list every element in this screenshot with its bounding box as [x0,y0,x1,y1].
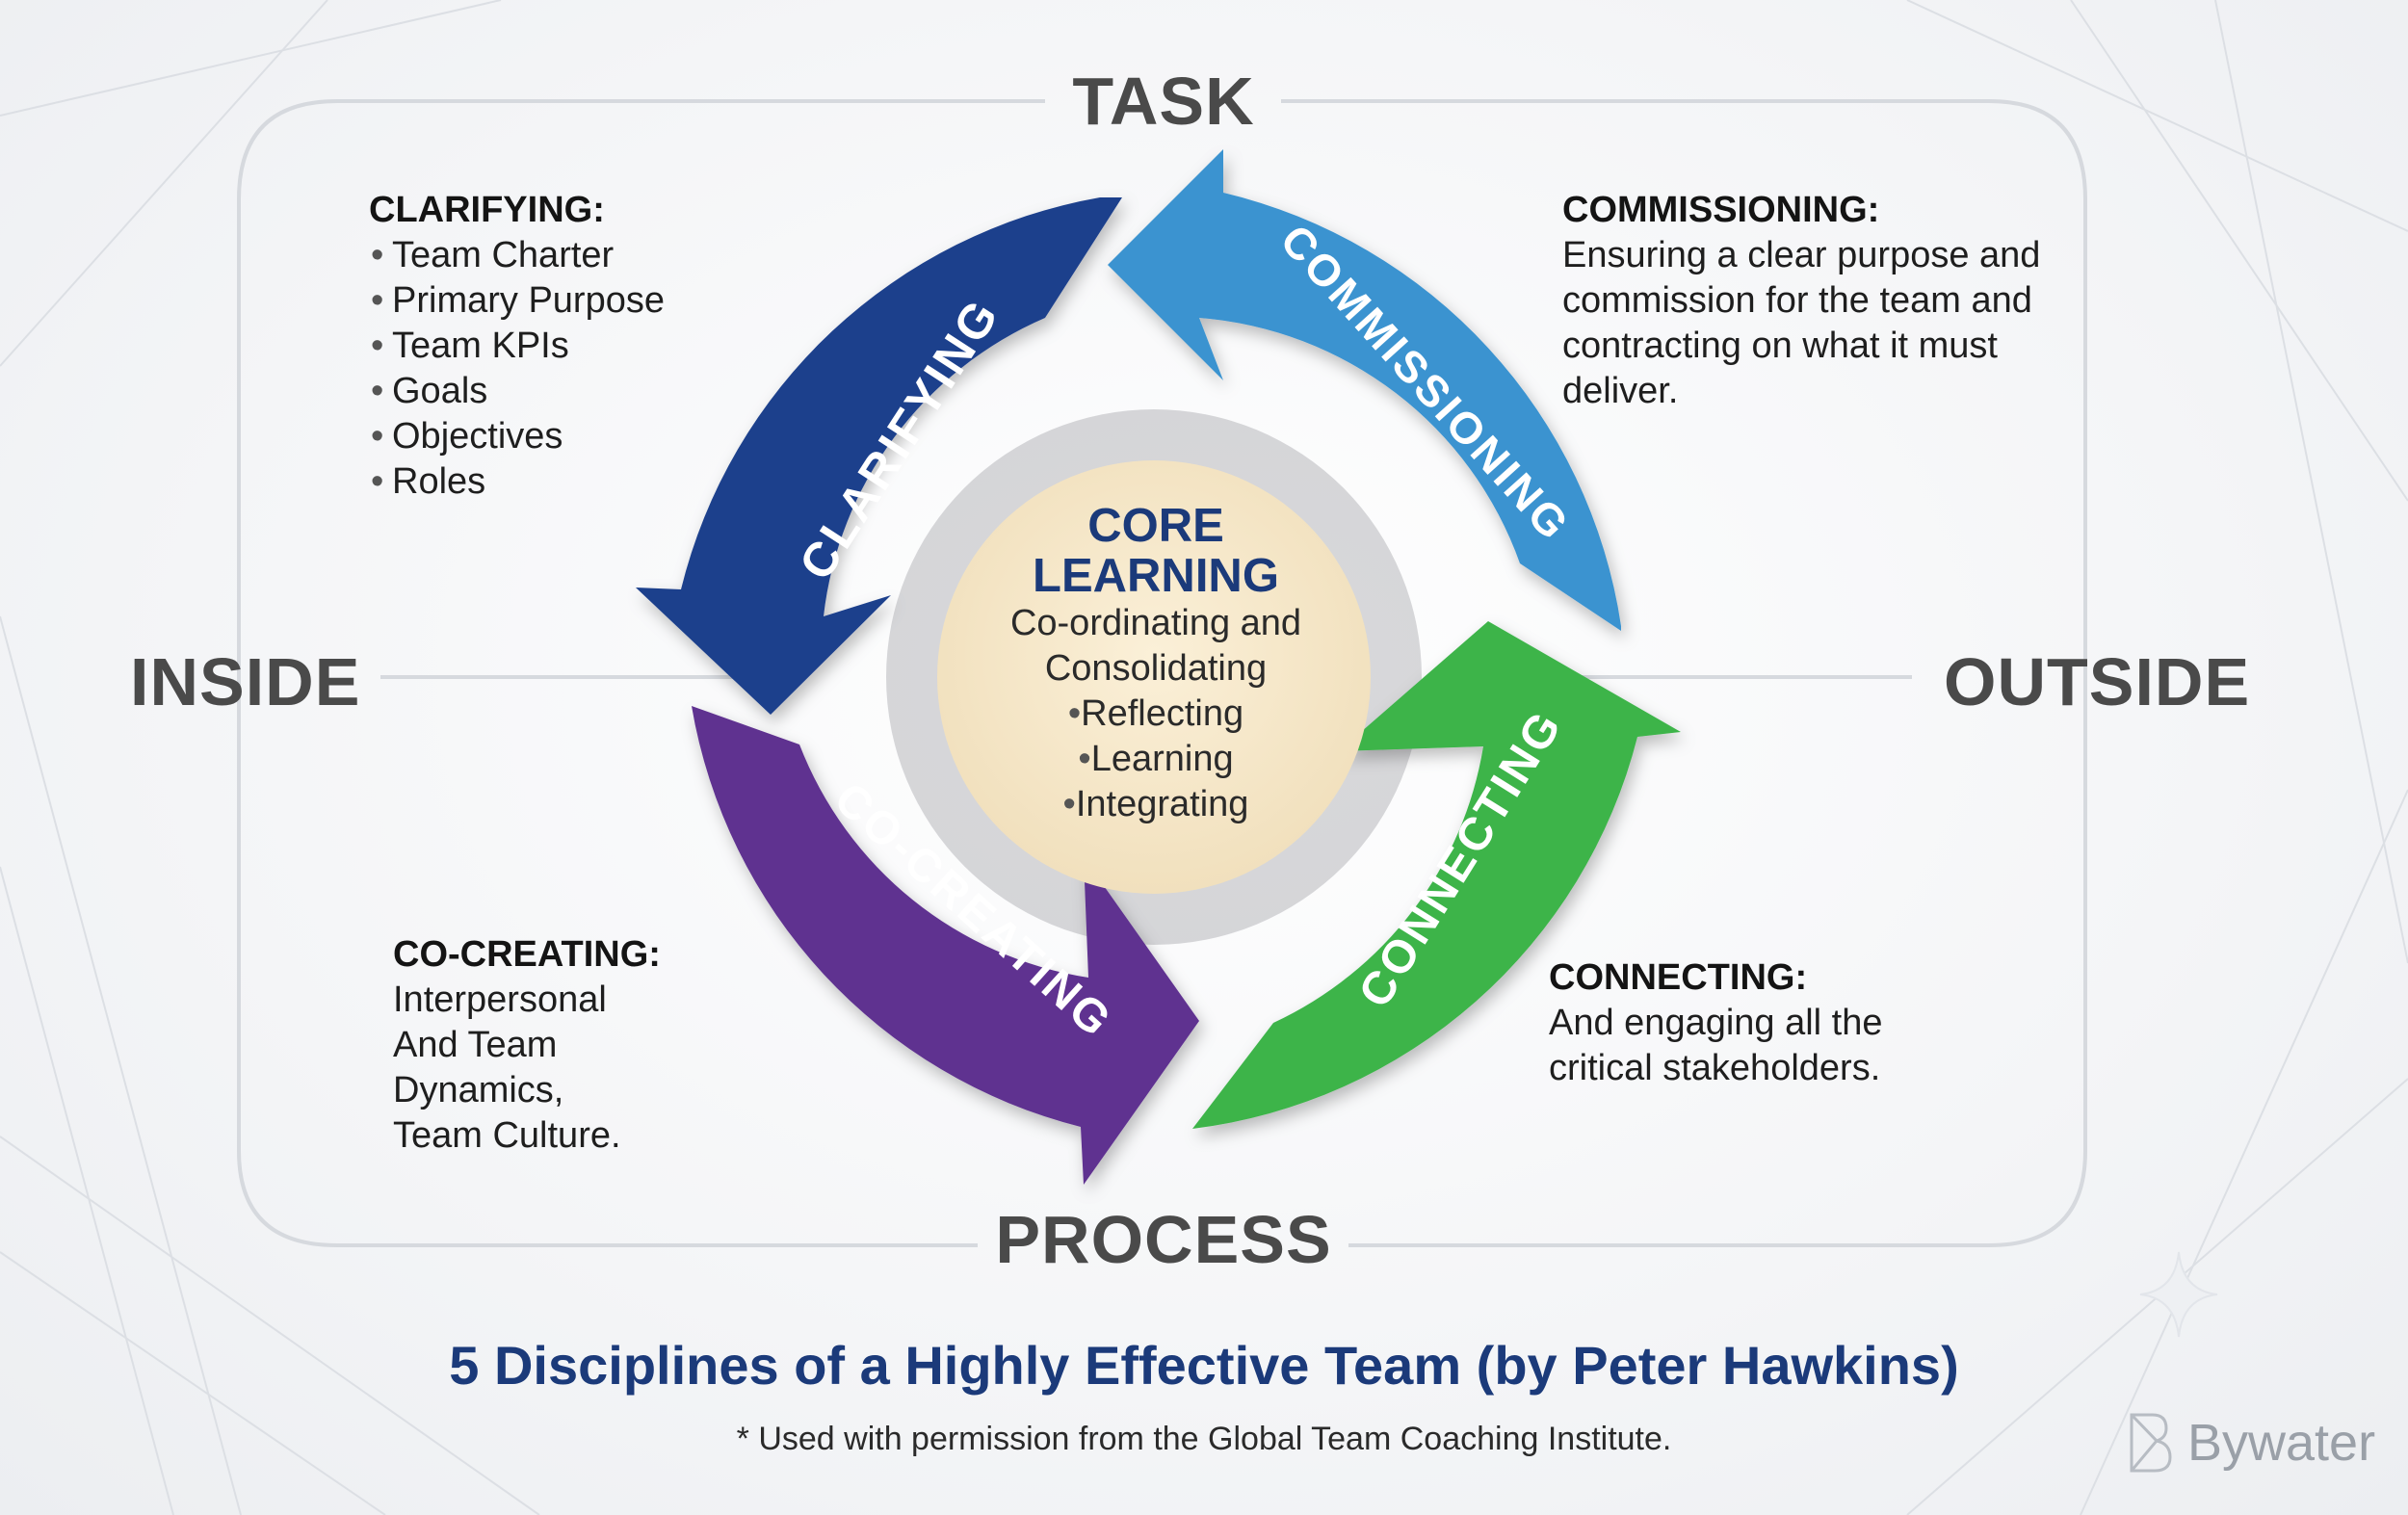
core-subtitle-line2: Consolidating [1044,648,1268,689]
clarifying-item: Team Charter [369,233,665,278]
commissioning-line: contracting on what it must [1562,326,1998,366]
clarifying-list: Team Charter Primary Purpose Team KPIs G… [369,233,665,505]
commissioning-heading: COMMISSIONING: [1562,190,1880,230]
connecting-line: And engaging all the [1549,1003,1883,1043]
core-item: Integrating [939,782,1373,827]
clarifying-heading: CLARIFYING: [369,190,605,230]
core-learning-text: CORE LEARNING Co-ordinating and Consolid… [939,501,1373,827]
axis-label-outside: OUTSIDE [1944,644,2251,719]
bywater-logo-icon [2130,1413,2172,1473]
clarifying-item: Goals [369,369,665,414]
core-items: Reflecting Learning Integrating [939,692,1373,827]
connecting-arrow [1192,621,1681,1129]
frame-left-border [237,99,1045,1247]
cocreating-description: CO-CREATING: Interpersonal And Team Dyna… [393,932,661,1159]
clarifying-item: Primary Purpose [369,278,665,324]
core-title-line2: LEARNING [1033,550,1279,602]
core-item: Reflecting [939,692,1373,737]
commissioning-line: deliver. [1562,371,1679,411]
connecting-description: CONNECTING: And engaging all the critica… [1549,955,1883,1091]
axis-label-inside: INSIDE [130,644,361,719]
clarifying-item: Roles [369,459,665,505]
brand-name: Bywater [2187,1414,2376,1472]
commissioning-line: commission for the team and [1562,280,2032,321]
commissioning-arrow [1108,149,1621,631]
permission-note: * Used with permission from the Global T… [736,1421,1672,1457]
core-title-line1: CORE [1087,500,1224,552]
commissioning-description: COMMISSIONING: Ensuring a clear purpose … [1562,188,2040,414]
frame-right-border [1281,99,2087,1247]
axis-label-task: TASK [1072,64,1255,139]
cocreating-arrow [692,706,1199,1185]
cocreating-line: Dynamics, [393,1070,564,1110]
axis-label-process: PROCESS [995,1202,1332,1277]
connecting-heading: CONNECTING: [1549,957,1808,998]
clarifying-item: Team KPIs [369,324,665,369]
diagram-title: 5 Disciplines of a Highly Effective Team… [449,1335,1959,1396]
core-item: Learning [939,737,1373,782]
cocreating-line: Team Culture. [393,1115,621,1156]
cocreating-line: And Team [393,1025,558,1065]
cocreating-line: Interpersonal [393,980,607,1020]
core-subtitle-line1: Co-ordinating and [1009,603,1302,643]
cocreating-heading: CO-CREATING: [393,934,661,975]
clarifying-description: CLARIFYING: Team Charter Primary Purpose… [369,188,665,505]
commissioning-line: Ensuring a clear purpose and [1562,235,2041,275]
clarifying-item: Objectives [369,414,665,459]
brand-mark: Bywater [2124,1411,2375,1475]
connecting-line: critical stakeholders. [1549,1048,1881,1088]
clarifying-arrow [636,197,1122,715]
